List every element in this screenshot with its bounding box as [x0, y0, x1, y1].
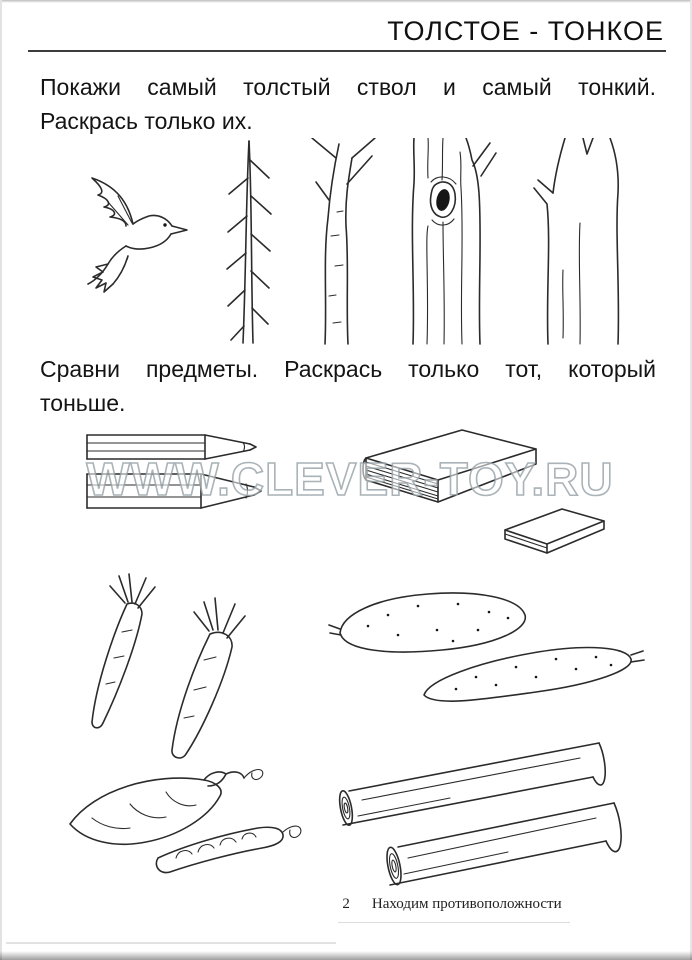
thin-cucumber-illustration	[423, 646, 645, 702]
scan-artifact-left-edge	[0, 0, 2, 960]
instruction-1-line-1: Покажи самый толстый ствол и самый тонки…	[40, 74, 656, 100]
thin-pencil-illustration	[86, 434, 257, 460]
thin-spruce-trunk-illustration	[226, 140, 272, 344]
scan-artifact-right-edge	[690, 0, 692, 960]
pea-pods-illustration	[69, 768, 302, 874]
scan-artifact-top-edge	[0, 0, 692, 3]
thick-pencil-illustration	[86, 473, 262, 509]
instruction-1-line-2: Раскрась только их.	[40, 108, 253, 134]
scan-artifact-bottom-edge	[0, 951, 692, 960]
thin-carrot-illustration	[91, 573, 156, 729]
thick-trunk-illustration	[533, 138, 620, 345]
logs-illustration	[338, 742, 622, 886]
page-number: 2	[342, 896, 350, 912]
scan-artifact-smudge	[6, 942, 336, 944]
page-footer: 2 Находим противоположности	[106, 896, 692, 913]
series-title: Находим противоположности	[371, 896, 562, 912]
thick-pea-pod-illustration	[69, 768, 264, 845]
footer-rule	[338, 922, 570, 923]
pencils-illustration	[86, 434, 262, 509]
thick-trunk-with-knot-illustration	[411, 138, 497, 345]
instruction-2: Сравни предметы. Раскрась только тот, ко…	[40, 352, 656, 420]
thin-book-illustration	[504, 508, 605, 554]
instruction-1: Покажи самый толстый ствол и самый тонки…	[40, 70, 656, 138]
thin-pea-pod-illustration	[155, 825, 302, 874]
instruction-2-line-2: тоньше.	[40, 390, 126, 416]
instruction-2-line-1: Сравни предметы. Раскрась только тот, ко…	[40, 356, 656, 382]
page-title: ТОЛСТОЕ - ТОНКОЕ	[387, 16, 664, 46]
bird-illustration	[87, 177, 188, 293]
thick-carrot-illustration	[171, 597, 246, 759]
thick-book-illustration	[362, 429, 537, 503]
thick-cucumber-illustration	[328, 592, 526, 653]
thick-log-bottom-illustration	[386, 802, 622, 886]
cucumbers-illustration	[328, 592, 645, 702]
birch-trunk-illustration	[311, 138, 376, 345]
carrots-illustration	[91, 573, 246, 759]
thick-log-top-illustration	[338, 742, 607, 827]
header-rule	[28, 50, 666, 52]
